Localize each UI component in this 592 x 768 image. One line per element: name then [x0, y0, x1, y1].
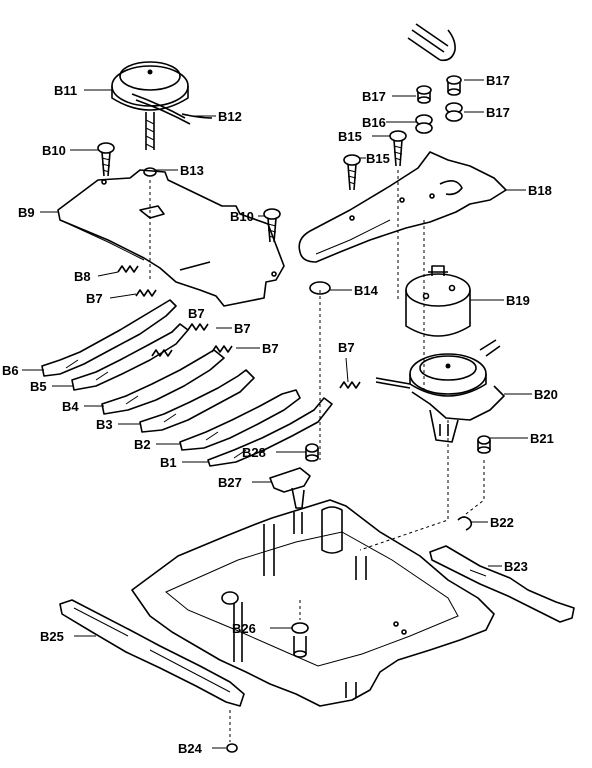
label-b6: B6	[2, 363, 19, 378]
washer-b16	[415, 114, 433, 134]
label-b3: B3	[96, 417, 113, 432]
slider-b3	[139, 369, 255, 433]
spring-b7-b	[187, 323, 209, 331]
washer-b13	[143, 167, 157, 177]
label-b7-b: B7	[188, 306, 205, 321]
part-labels: B11 B12 B10 B13 B9 B10 B8 B7 B7 B7 B7 B7…	[2, 73, 558, 756]
main-chassis	[131, 499, 495, 707]
slider-b1	[207, 397, 333, 467]
screw-b24	[226, 743, 238, 753]
slider-b2	[179, 389, 301, 451]
label-b22: B22	[490, 515, 514, 530]
cap-b17-right	[445, 75, 463, 122]
ring-b14	[309, 281, 331, 295]
label-b19: B19	[506, 293, 530, 308]
label-b25: B25	[40, 629, 64, 644]
label-b18: B18	[528, 183, 552, 198]
label-b23: B23	[504, 559, 528, 574]
spring-b22	[457, 516, 473, 531]
label-b28: B28	[242, 445, 266, 460]
label-b27: B27	[218, 475, 242, 490]
label-b12: B12	[218, 109, 242, 124]
roller-b28	[305, 443, 319, 462]
label-b16: B16	[362, 115, 386, 130]
label-b24: B24	[178, 741, 203, 756]
leader-lines	[22, 79, 532, 749]
bracket-b27	[269, 467, 311, 509]
spring-b7-e	[339, 381, 361, 389]
screw-b10-right	[263, 208, 281, 243]
label-b4: B4	[62, 399, 79, 414]
screw-b15-left	[343, 154, 361, 191]
label-b7-e: B7	[338, 340, 355, 355]
label-b7-c: B7	[234, 321, 251, 336]
label-b17-b: B17	[486, 73, 510, 88]
wire-harness	[407, 23, 456, 62]
label-b15-right: B15	[338, 129, 362, 144]
assembly-guides	[149, 170, 485, 742]
belt-b12	[181, 113, 213, 119]
label-b2: B2	[134, 437, 151, 452]
capstan-motor-b11	[111, 61, 191, 150]
label-b10-left: B10	[42, 143, 66, 158]
bushing-b21	[477, 435, 491, 454]
spring-b7-a	[135, 289, 157, 297]
label-b17-a: B17	[362, 89, 386, 104]
reel-motor-b20	[375, 339, 505, 443]
label-b11: B11	[54, 83, 77, 98]
label-b7-a: B7	[86, 291, 103, 306]
screw-b15-right	[389, 130, 407, 167]
label-b9: B9	[18, 205, 35, 220]
label-b13: B13	[180, 163, 204, 178]
pinch-arm-b18	[298, 151, 507, 263]
spring-b7-d	[211, 345, 233, 353]
label-b20: B20	[534, 387, 558, 402]
motor-b19	[405, 265, 471, 337]
slider-b5	[71, 323, 189, 391]
label-b21: B21	[530, 431, 554, 446]
spring-b8	[117, 265, 139, 273]
label-b5: B5	[30, 379, 47, 394]
slider-b6	[41, 299, 177, 377]
screw-b10-left	[97, 142, 115, 177]
lever-b23	[429, 545, 575, 623]
bracket-plate-b9	[57, 169, 285, 307]
rail-b25	[59, 599, 245, 707]
label-b1: B1	[160, 455, 177, 470]
label-b26: B26	[232, 621, 256, 636]
slider-b4	[101, 349, 225, 415]
label-b15-left: B15	[366, 151, 390, 166]
label-b8: B8	[74, 269, 91, 284]
gear-b26	[291, 622, 309, 658]
label-b17-c: B17	[486, 105, 510, 120]
label-b14: B14	[354, 283, 379, 298]
label-b10-right: B10	[230, 209, 254, 224]
cap-b17-left	[416, 85, 432, 104]
label-b7-d: B7	[262, 341, 279, 356]
